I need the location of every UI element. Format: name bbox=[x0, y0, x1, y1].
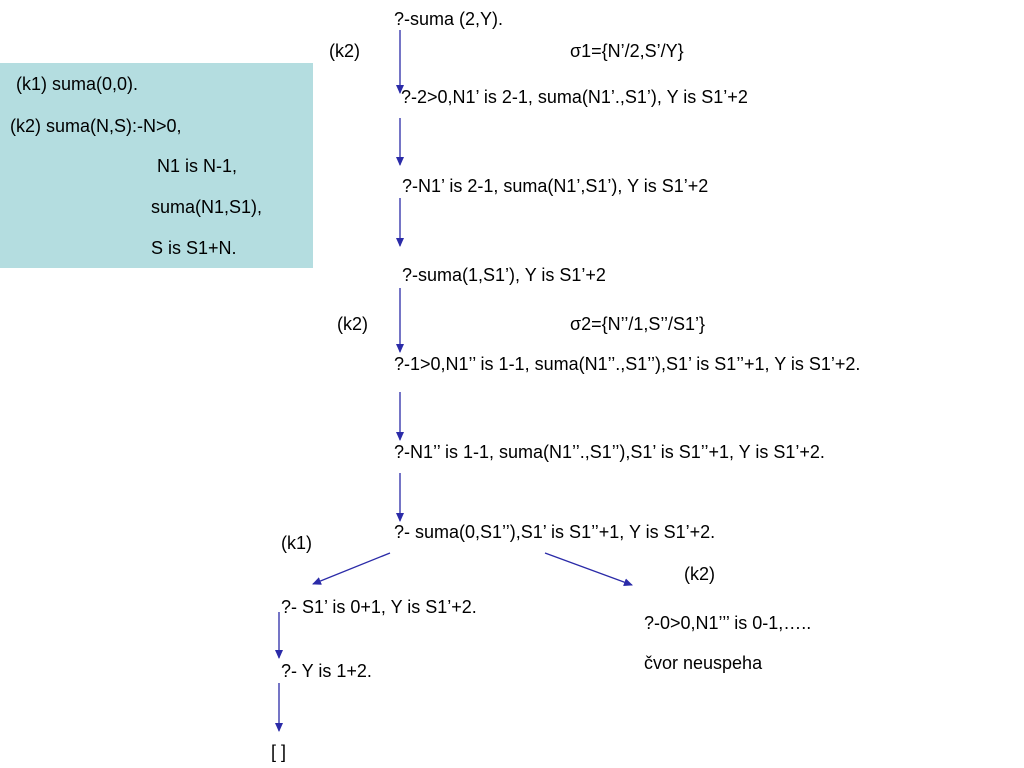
node-goal-0: ?-suma (2,Y). bbox=[394, 9, 504, 29]
arrow-branch-right bbox=[544, 552, 633, 586]
node-goal-3: ?-suma(1,S1’), Y is S1’+2 bbox=[402, 265, 606, 285]
edge-label-k2-3: (k2) bbox=[684, 564, 715, 584]
clause-k1: (k1) suma(0,0). bbox=[16, 74, 139, 94]
node-goal-2: ?-N1’ is 2-1, suma(N1’,S1’), Y is S1’+2 bbox=[402, 176, 709, 196]
node-goal-1: ?-2>0,N1’ is 2-1, suma(N1’.,S1’), Y is S… bbox=[401, 87, 748, 107]
node-goal-6: ?- suma(0,S1’’),S1’ is S1’’+1, Y is S1’+… bbox=[394, 522, 716, 542]
edge-label-k2-2: (k2) bbox=[337, 314, 368, 334]
node-goal-4: ?-1>0,N1’’ is 1-1, suma(N1’’.,S1’’),S1’ … bbox=[394, 354, 861, 374]
node-goal-5: ?-N1’’ is 1-1, suma(N1’’.,S1’’),S1’ is S… bbox=[394, 442, 825, 462]
substitution-sigma-1: σ1={N’/2,S’/Y} bbox=[570, 41, 684, 61]
node-success-empty: [ ] bbox=[271, 742, 287, 762]
node-failure-goal: ?-0>0,N1’’’ is 0-1,….. bbox=[644, 613, 812, 633]
edge-label-k2-1: (k2) bbox=[329, 41, 360, 61]
clause-k2-body-1: N1 is N-1, bbox=[157, 156, 238, 176]
clause-k2-body-2: suma(N1,S1), bbox=[151, 197, 263, 217]
arrow-branch-left bbox=[312, 552, 391, 585]
substitution-sigma-2: σ2={N’’/1,S’’/S1’} bbox=[570, 314, 706, 334]
failure-node-label: čvor neuspeha bbox=[644, 653, 763, 673]
node-goal-8: ?- Y is 1+2. bbox=[281, 661, 372, 681]
clause-k2-body-3: S is S1+N. bbox=[151, 238, 237, 258]
edge-label-k1: (k1) bbox=[281, 533, 312, 553]
clause-k2-head: (k2) suma(N,S):-N>0, bbox=[10, 116, 182, 136]
node-goal-7: ?- S1’ is 0+1, Y is S1’+2. bbox=[281, 597, 477, 617]
program-clauses-box: (k1) suma(0,0). (k2) suma(N,S):-N>0, N1 … bbox=[0, 63, 313, 268]
